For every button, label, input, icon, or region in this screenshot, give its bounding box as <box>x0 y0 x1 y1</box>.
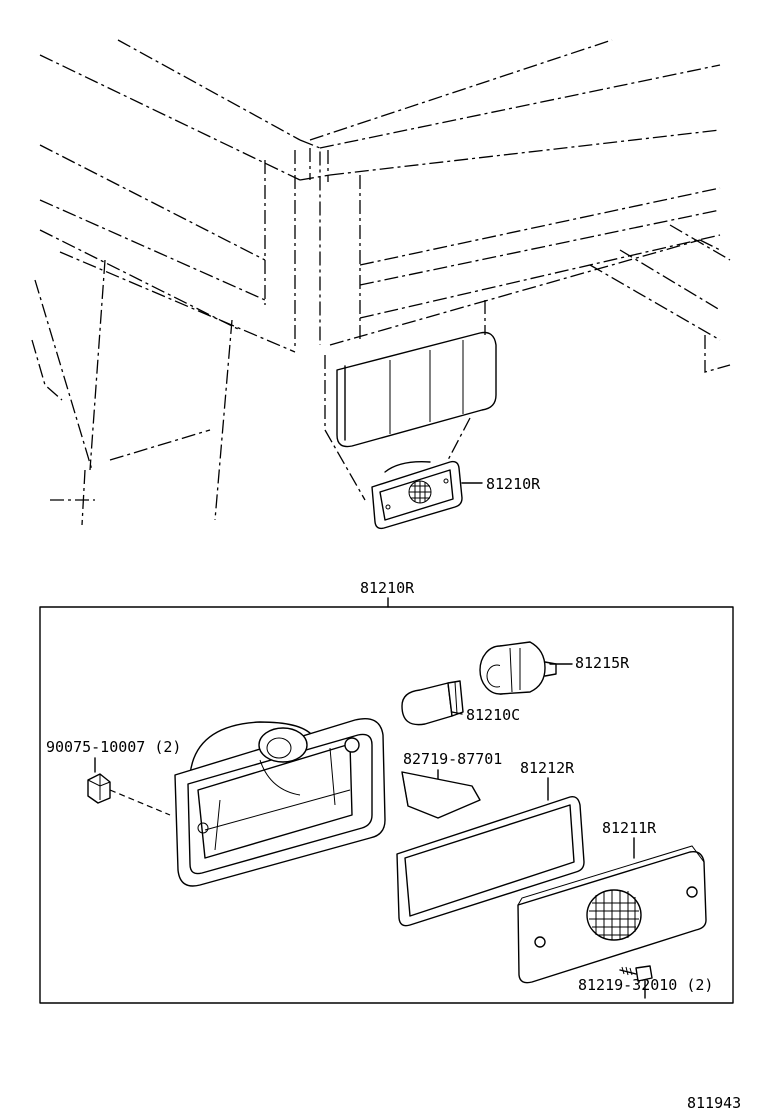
side-marker-lamp-installed <box>324 331 497 501</box>
label-socket: 81215R <box>575 654 630 672</box>
label-gasket: 81212R <box>520 759 575 777</box>
bulb-socket <box>479 641 573 695</box>
lamp-housing <box>174 717 386 887</box>
screw <box>619 965 653 999</box>
label-reflector: 82719-87701 <box>403 750 502 768</box>
label-screw: 81219-32010 (2) <box>578 976 713 994</box>
label-clip: 90075-10007 (2) <box>46 738 181 756</box>
label-lens: 81211R <box>602 819 657 837</box>
bulb <box>401 680 464 726</box>
reflector <box>401 769 481 819</box>
label-bulb: 81210C <box>466 706 520 724</box>
lamp-assembly-small <box>371 460 483 530</box>
gasket <box>396 777 585 927</box>
clip <box>87 757 171 816</box>
diagram-code: 811943 <box>687 1094 741 1112</box>
lens <box>517 837 707 984</box>
label-box-title: 81210R <box>360 579 415 597</box>
exploded-view-frame <box>39 606 734 1004</box>
label-top-callout: 81210R <box>486 475 541 493</box>
vehicle-body-outline <box>31 39 731 526</box>
